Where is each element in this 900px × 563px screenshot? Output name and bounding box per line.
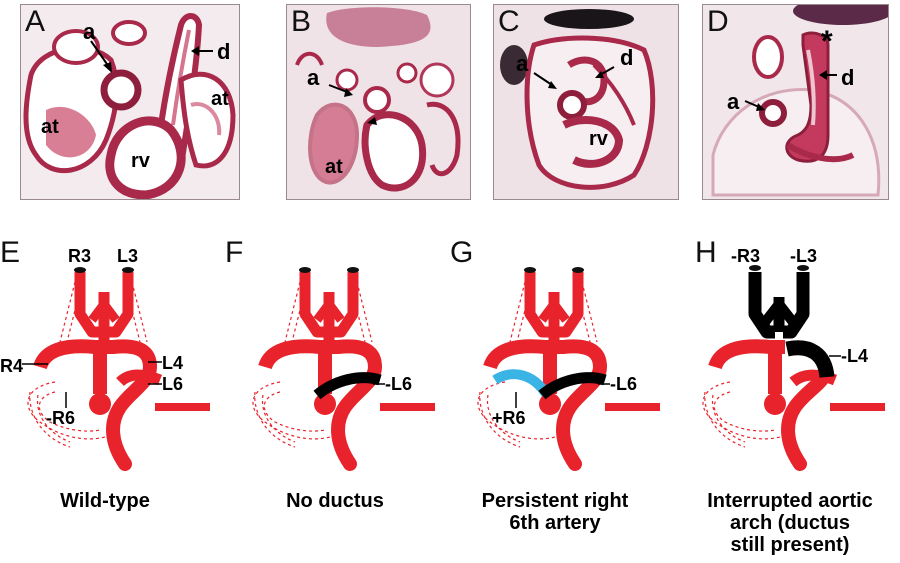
label-g-l6: -L6 xyxy=(610,374,637,394)
panel-letter-b: B xyxy=(291,5,312,38)
caption-g-line-2: 6th artery xyxy=(509,512,601,534)
deleted-third-arteries-h xyxy=(748,272,810,339)
diagram-panel-h: -R3 -L3 -L4 H xyxy=(675,232,900,482)
panel-letter-g: G xyxy=(450,236,474,269)
diagram-panel-f: -L6 F xyxy=(225,232,450,482)
panel-letter-d: D xyxy=(707,5,729,38)
label-a-atrium-left: at xyxy=(41,116,59,138)
caption-e: Wild-type xyxy=(30,490,180,512)
label-h-l3: -L3 xyxy=(790,246,817,266)
label-e-l3: L3 xyxy=(117,246,138,266)
panel-letter-a: A xyxy=(25,5,46,38)
arch-vessels-e xyxy=(33,272,210,471)
label-a-rv: rv xyxy=(131,150,151,172)
arch-vessels-h xyxy=(708,339,885,471)
label-d-star: * xyxy=(821,25,833,58)
label-c-aorta: a xyxy=(516,51,529,76)
caption-g: Persistent right 6th artery xyxy=(455,490,655,534)
arch-vessels-g xyxy=(483,272,660,471)
label-e-r6: -R6 xyxy=(46,408,75,428)
panel-letter-c: C xyxy=(498,5,520,38)
diagram-panel-g: -L6 +R6 G xyxy=(450,232,675,482)
panel-letter-f: F xyxy=(225,236,244,269)
deleted-left-sixth-f xyxy=(313,372,382,400)
label-b-atrium: at xyxy=(325,156,343,178)
diagram-panel-e: R3 L3 R4 L4 L6 -R6 E xyxy=(0,232,225,482)
persistent-right-sixth-g xyxy=(492,369,551,397)
label-e-r4: R4 xyxy=(0,356,23,376)
caption-h-line-2: arch (ductus xyxy=(729,512,851,534)
caption-h-line-3: still present) xyxy=(730,534,850,556)
label-d-ductus: d xyxy=(841,65,854,90)
deleted-left-sixth-g xyxy=(538,372,607,400)
label-f-l6: -L6 xyxy=(385,374,412,394)
label-c-rv: rv xyxy=(589,128,609,150)
arch-vessels-f xyxy=(258,272,435,471)
caption-e-line: Wild-type xyxy=(60,490,150,512)
label-a-aorta: a xyxy=(83,19,96,44)
caption-h: Interrupted aortic arch (ductus still pr… xyxy=(690,490,890,556)
deleted-left-fourth-h xyxy=(785,340,835,379)
histology-panel-b: a at B xyxy=(286,4,471,200)
label-a-ductus: d xyxy=(217,39,230,64)
histology-panel-d: a d * D xyxy=(702,4,889,200)
histology-panel-c: a d rv C xyxy=(493,4,679,200)
label-a-atrium-right: at xyxy=(211,88,229,110)
caption-g-line-1: Persistent right xyxy=(481,490,629,512)
label-e-r3: R3 xyxy=(68,246,91,266)
caption-h-line-1: Interrupted aortic xyxy=(707,490,873,512)
label-c-ductus: d xyxy=(620,45,633,70)
label-e-l6: L6 xyxy=(162,374,183,394)
label-b-aorta: a xyxy=(307,65,320,90)
label-e-l4: L4 xyxy=(162,353,183,373)
caption-f: No ductus xyxy=(250,490,420,512)
panel-letter-h: H xyxy=(695,236,717,269)
histology-panel-a: a d at at rv A xyxy=(20,4,240,200)
label-h-r3: -R3 xyxy=(731,246,760,266)
label-g-r6: +R6 xyxy=(492,408,526,428)
label-d-aorta: a xyxy=(727,89,740,114)
caption-f-line: No ductus xyxy=(286,490,384,512)
panel-letter-e: E xyxy=(0,236,21,269)
label-h-l4: -L4 xyxy=(841,346,868,366)
